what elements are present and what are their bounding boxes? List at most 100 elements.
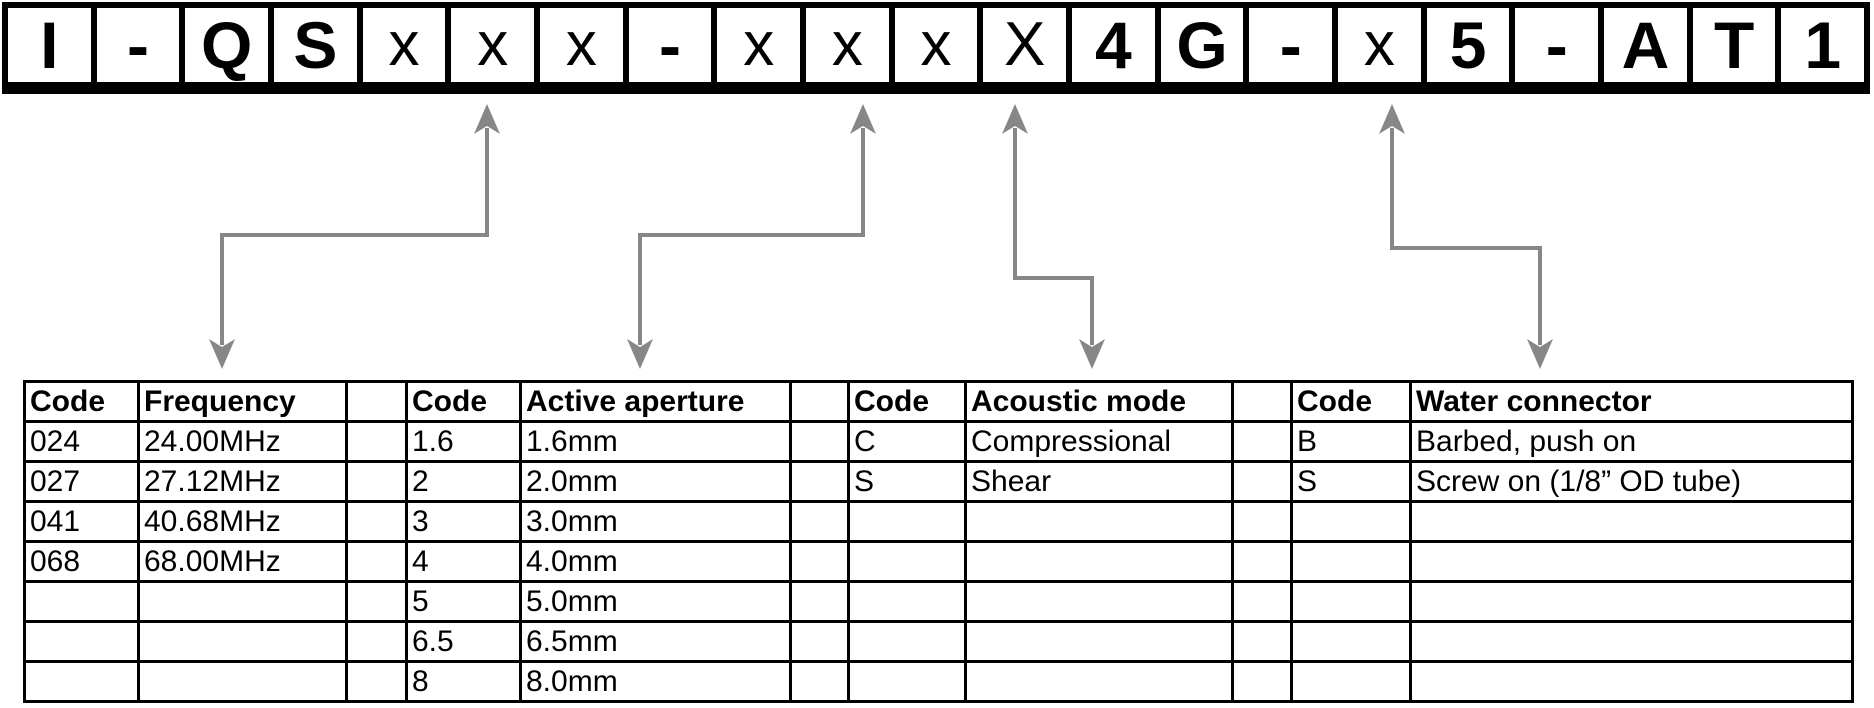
active-aperture-code-cell: 5 [405, 580, 522, 623]
spacer-cell [1231, 660, 1293, 703]
acoustic-mode-value-cell [964, 540, 1234, 583]
active-aperture-value-cell: 2.0mm [519, 460, 792, 503]
part-number-box-4: x [362, 8, 446, 82]
active-aperture-value-cell: 1.6mm [519, 420, 792, 463]
water-connector-code-cell: S [1290, 460, 1412, 503]
acoustic-mode-value-cell: Compressional [964, 420, 1234, 463]
water-connector-value-cell [1409, 500, 1854, 543]
spacer-cell [345, 620, 408, 663]
water-connector-value-cell [1409, 540, 1854, 583]
frequency-value-cell: 68.00MHz [137, 540, 348, 583]
active-aperture-value-cell: 8.0mm [519, 660, 792, 703]
acoustic-mode-code-cell [847, 540, 967, 583]
water-connector-code-cell [1290, 580, 1412, 623]
spacer-cell [1231, 500, 1293, 543]
part-number-box-5: x [451, 8, 535, 82]
frequency-code-cell: 024 [23, 420, 140, 463]
acoustic-mode-code-cell [847, 620, 967, 663]
part-number-box-12: 4 [1072, 8, 1155, 82]
acoustic-mode-arrow-down-head [1079, 339, 1105, 369]
active-aperture-value-cell: 6.5mm [519, 620, 792, 663]
water-connector-code-cell [1290, 540, 1412, 583]
water-connector-code-cell [1290, 500, 1412, 543]
acoustic-mode-arrow [1002, 104, 1105, 369]
part-number-box-10: x [894, 8, 978, 82]
spacer-cell [345, 420, 408, 463]
spacer-cell [789, 540, 850, 583]
spacer-cell [789, 620, 850, 663]
part-number-box-13: G [1160, 8, 1244, 82]
part-number-box-15: x [1338, 8, 1421, 82]
active-aperture-code-cell: 1.6 [405, 420, 522, 463]
water-connector-value-cell [1409, 660, 1854, 703]
frequency-arrow-down-head [209, 339, 235, 369]
spacer-cell [345, 500, 408, 543]
frequency-code-cell [23, 620, 140, 663]
frequency-value-cell [137, 660, 348, 703]
spacer-cell [789, 580, 850, 623]
acoustic-mode-code-cell [847, 580, 967, 623]
frequency-value-cell: 40.68MHz [137, 500, 348, 543]
water-connector-arrow [1379, 104, 1553, 369]
frequency-code-cell [23, 580, 140, 623]
frequency-value-cell: 27.12MHz [137, 460, 348, 503]
spacer-cell [789, 500, 850, 543]
active-aperture-code-cell: 6.5 [405, 620, 522, 663]
part-number-box-17: - [1515, 8, 1599, 82]
water-connector-code-cell [1290, 620, 1412, 663]
acoustic-mode-code-cell [847, 500, 967, 543]
water-connector-arrow-down-head [1527, 339, 1553, 369]
frequency-code-cell: 068 [23, 540, 140, 583]
spacer-cell [1231, 620, 1293, 663]
frequency-code-header: Code [23, 380, 140, 423]
spacer-cell [1231, 460, 1293, 503]
active-aperture-value-cell: 5.0mm [519, 580, 792, 623]
active-aperture-code-cell: 4 [405, 540, 522, 583]
frequency-code-cell: 041 [23, 500, 140, 543]
part-number-box-14: - [1249, 8, 1333, 82]
active-aperture-value-cell: 4.0mm [519, 540, 792, 583]
part-number-box-8: x [717, 8, 801, 82]
acoustic-mode-code-cell: C [847, 420, 967, 463]
acoustic-mode-code-header: Code [847, 380, 967, 423]
acoustic-mode-label-header: Acoustic mode [964, 380, 1234, 423]
active-aperture-code-cell: 2 [405, 460, 522, 503]
spacer-cell [345, 580, 408, 623]
active-aperture-code-cell: 3 [405, 500, 522, 543]
acoustic-mode-code-cell: S [847, 460, 967, 503]
water-connector-arrow-up-head [1379, 104, 1405, 134]
frequency-arrow [209, 104, 500, 369]
water-connector-code-cell: B [1290, 420, 1412, 463]
part-number-box-19: T [1692, 8, 1776, 82]
part-number-box-11: X [983, 8, 1067, 82]
active-aperture-arrow [627, 104, 876, 369]
part-number-box-3: S [274, 8, 357, 82]
spacer-cell [345, 460, 408, 503]
frequency-value-cell [137, 580, 348, 623]
part-number-box-7: - [628, 8, 712, 82]
frequency-label-header: Frequency [137, 380, 348, 423]
frequency-value-cell: 24.00MHz [137, 420, 348, 463]
spacer-cell [1231, 580, 1293, 623]
part-number-box-16: 5 [1426, 8, 1510, 82]
part-number-box-9: x [806, 8, 889, 82]
frequency-value-cell [137, 620, 348, 663]
water-connector-value-cell [1409, 620, 1854, 663]
acoustic-mode-arrow-up-head [1002, 104, 1028, 134]
active-aperture-arrow-down-head [627, 339, 653, 369]
spacer-cell [789, 380, 850, 423]
spacer-cell [345, 660, 408, 703]
part-number-box-6: x [540, 8, 623, 82]
water-connector-value-cell: Barbed, push on [1409, 420, 1854, 463]
water-connector-value-cell [1409, 580, 1854, 623]
spacer-cell [1231, 420, 1293, 463]
part-number-box-0: I [8, 8, 91, 82]
water-connector-code-cell [1290, 660, 1412, 703]
